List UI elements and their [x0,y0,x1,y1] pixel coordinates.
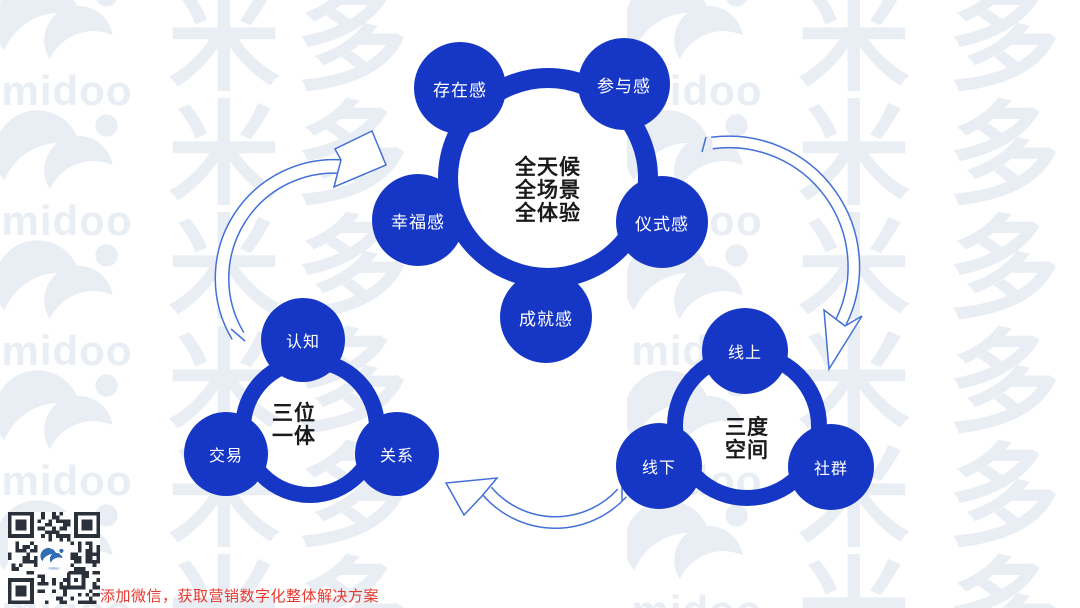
node-online: 线上 [702,308,788,394]
watermark-midoo-logo: midoo [622,500,772,608]
watermark-char-mi: 米 [168,556,280,608]
node-happiness: 幸福感 [372,174,464,266]
node-community: 社群 [788,424,874,510]
center-line: 全天候 [515,156,581,179]
watermark-char-duo: 多 [948,321,1060,446]
node-achievement: 成就感 [500,271,592,363]
node-transaction: 交易 [184,412,268,496]
node-participation: 参与感 [578,38,670,130]
watermark-char-mi: 米 [798,556,910,608]
watermark-char-duo: 多 [948,556,1060,608]
watermark-midoo-text: midoo [1,327,133,374]
node-cognition: 认知 [261,298,345,382]
center-line: 全场景 [515,179,581,202]
trinity-center-label: 三位 一体 [219,402,369,448]
experience-center-label: 全天候 全场景 全体验 [448,156,648,225]
node-presence: 存在感 [414,42,506,134]
node-offline: 线下 [616,423,702,509]
watermark-char-duo: 多 [948,207,1060,332]
center-line: 三度 [725,416,769,439]
cycle-arrow-bottom-icon [444,477,627,529]
watermark-midoo-text: midoo [1,457,133,504]
center-line: 全体验 [515,202,581,225]
node-ritual: 仪式感 [616,176,708,268]
watermark-midoo-text: midoo [1,197,133,244]
watermark-char-duo: 多 [948,93,1060,218]
wechat-qr-code: midoo [8,512,100,604]
watermark-char-duo: 多 [296,0,408,104]
watermark-char-mi: 米 [168,0,280,104]
watermark-midoo-logo: midoo [0,110,142,242]
watermark-midoo-text: midoo [1,67,133,114]
node-relationship: 关系 [355,412,439,496]
watermark-midoo-logo: midoo [0,240,142,372]
cycle-arrow-left-icon [214,129,387,342]
svg-text:midoo: midoo [49,566,61,571]
center-line: 空间 [725,439,769,462]
center-line: 三位 [272,402,316,425]
footer-caption: 添加微信，获取营销数字化整体解决方案 [100,588,380,605]
watermark-char-duo: 多 [948,0,1060,104]
watermark-char-duo: 多 [948,435,1060,560]
watermark-midoo-text: midoo [622,590,772,608]
watermark-char-mi: 米 [798,0,910,104]
center-line: 一体 [272,425,316,448]
watermark-char-duo: 多 [296,556,408,608]
watermark-char-mi: 米 [798,93,910,218]
watermark-midoo-logo: midoo [0,370,142,502]
watermark-midoo-logo: midoo [0,0,142,112]
three-spaces-center-label: 三度 空间 [670,416,824,462]
cycle-arrow-right-icon [701,135,863,372]
